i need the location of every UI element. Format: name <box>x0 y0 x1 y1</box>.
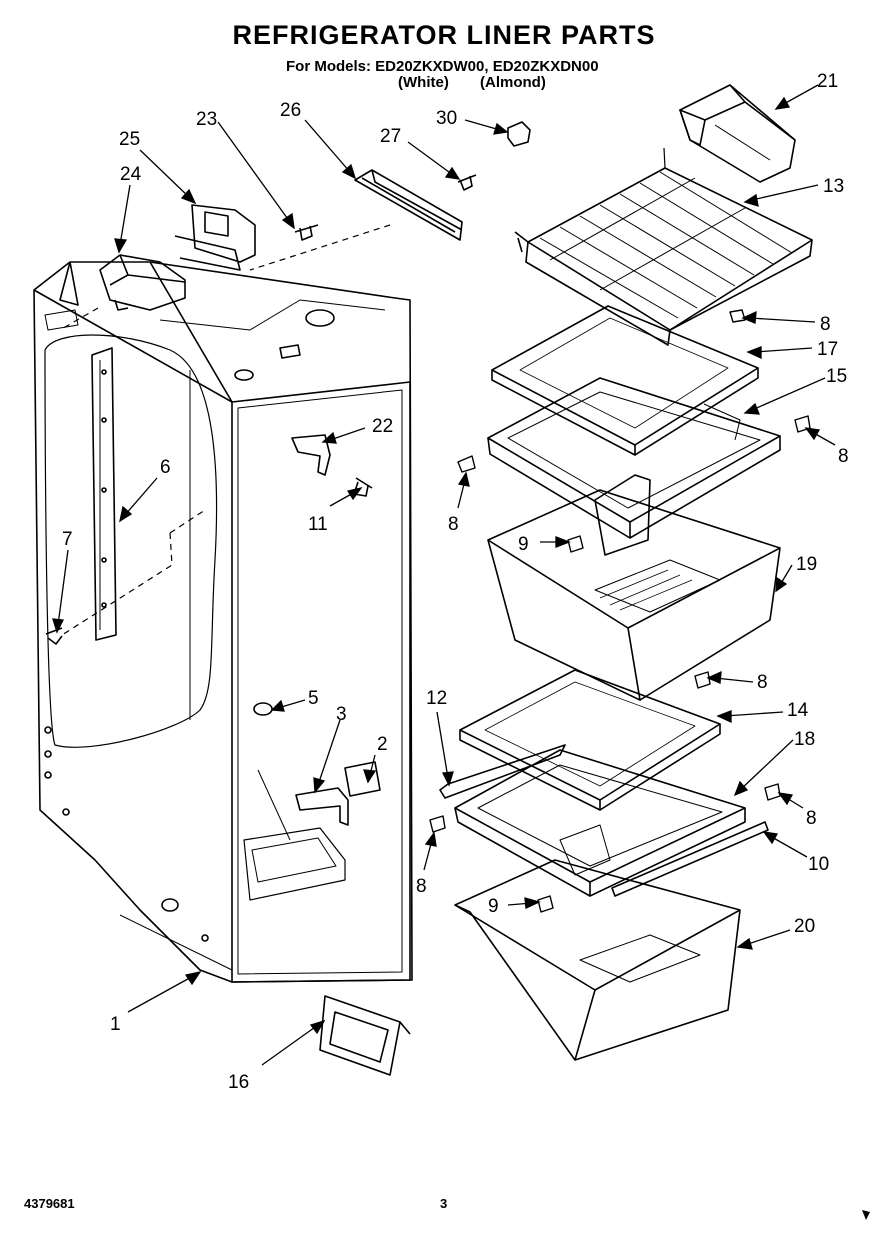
shelf-frame-18 <box>454 749 746 897</box>
screw-7 <box>45 627 63 645</box>
callout-3: 3 <box>336 704 347 725</box>
crisper-19 <box>487 474 781 701</box>
wire-shelf <box>514 147 813 346</box>
callout-19: 19 <box>796 554 817 575</box>
dairy-bin <box>679 84 796 183</box>
glass-shelf-14 <box>459 669 721 811</box>
callout-2: 2 <box>377 734 388 755</box>
callout-1: 1 <box>110 1014 121 1035</box>
cabinet-liner <box>33 261 413 983</box>
shelf-clips <box>429 309 811 913</box>
callout-6: 6 <box>160 457 171 478</box>
frame-16 <box>319 995 411 1076</box>
bracket-22 <box>291 434 331 476</box>
plug-5 <box>253 702 273 716</box>
leader-arrows <box>52 84 836 1066</box>
cover-3 <box>295 787 349 826</box>
callout-21: 21 <box>817 71 838 92</box>
callout-22: 22 <box>372 416 393 437</box>
callout-16: 16 <box>228 1072 249 1093</box>
upper-channel <box>354 169 463 241</box>
callout-5: 5 <box>308 688 319 709</box>
page-number: 3 <box>440 1196 448 1211</box>
callout-11: 11 <box>308 514 328 535</box>
callout-10: 10 <box>808 854 829 875</box>
callout-13: 13 <box>823 176 844 197</box>
light-bracket <box>174 204 256 271</box>
shelf-frame-15 <box>487 377 781 539</box>
callout-15: 15 <box>826 366 847 387</box>
callout-8-e: 8 <box>806 808 817 829</box>
screw-23 <box>294 224 319 241</box>
glass-shelf-17 <box>491 305 759 456</box>
callout-23: 23 <box>196 109 217 130</box>
screw-11 <box>353 477 373 497</box>
model-numbers: For Models: ED20ZKXDW00, ED20ZKXDN00 <box>286 58 599 75</box>
callout-8-d: 8 <box>757 672 768 693</box>
crisper-20 <box>454 859 741 1061</box>
callout-labels: 1 2 3 5 6 7 8 8 8 8 8 8 9 9 10 11 12 13 … <box>62 71 849 1093</box>
callout-8-b: 8 <box>838 446 849 467</box>
callout-12: 12 <box>426 688 447 709</box>
screw-27 <box>457 174 477 191</box>
callout-17: 17 <box>817 339 838 360</box>
callout-25: 25 <box>119 129 140 150</box>
callout-9-a: 9 <box>518 534 529 555</box>
callout-27: 27 <box>380 126 401 147</box>
callout-8-a: 8 <box>820 314 831 335</box>
callout-18: 18 <box>794 729 815 750</box>
callout-30: 30 <box>436 108 457 129</box>
variant-almond-label: (Almond) <box>480 74 546 91</box>
trim-strip-12 <box>439 744 566 799</box>
callout-8-f: 8 <box>416 876 427 897</box>
light-housing <box>99 254 186 311</box>
callout-9-b: 9 <box>488 896 499 917</box>
callout-7: 7 <box>62 529 73 550</box>
callout-24: 24 <box>120 164 142 185</box>
callout-20: 20 <box>794 916 815 937</box>
corner-mark <box>862 1210 870 1220</box>
callout-8-c: 8 <box>448 514 459 535</box>
cover-2 <box>344 761 381 797</box>
document-number: 4379681 <box>24 1196 75 1211</box>
variant-white-label: (White) <box>398 74 449 91</box>
callout-14: 14 <box>787 700 809 721</box>
callout-26: 26 <box>280 100 301 121</box>
page-title: REFRIGERATOR LINER PARTS <box>232 20 656 50</box>
trim-strip-10 <box>611 821 769 897</box>
clip-30 <box>507 121 531 147</box>
